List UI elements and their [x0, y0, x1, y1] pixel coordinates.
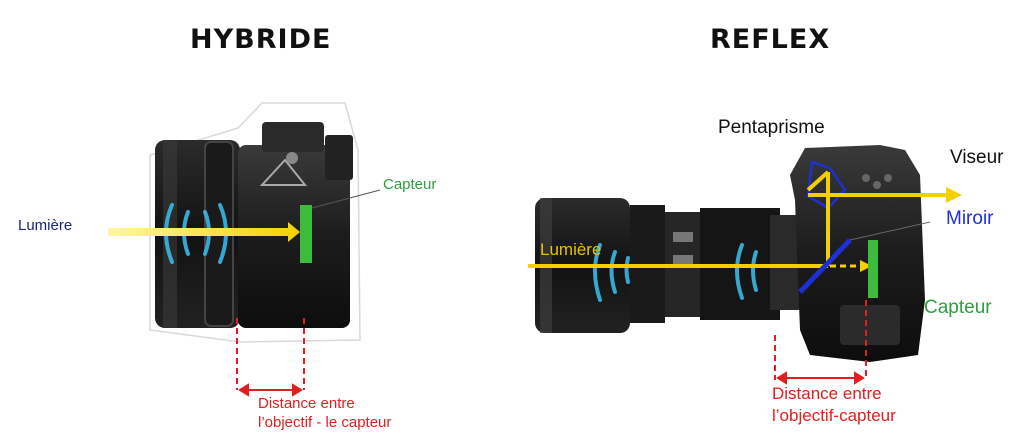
reflex-sensor	[868, 240, 878, 298]
reflex-distance-label-line1: Distance entre	[772, 384, 882, 403]
hybrid-light-label: Lumière	[18, 217, 73, 234]
hybrid-sensor	[300, 205, 312, 263]
hybrid-distance-label-line1: Distance entre	[258, 395, 355, 412]
reflex-distance-marker	[774, 300, 867, 385]
hybrid-title: HYBRIDE	[190, 24, 332, 55]
mirror-label: Miroir	[946, 208, 994, 229]
hybrid-camera	[149, 102, 361, 343]
viewfinder-label: Viseur	[950, 147, 1004, 168]
reflex-light-label: Lumière	[540, 240, 602, 259]
reflex-light-path	[528, 170, 950, 268]
hybrid-distance-marker	[236, 318, 305, 397]
hybrid-distance-label-line2: l’objectif - le capteur	[258, 414, 392, 431]
reflex-distance-label-line2: l’objectif-capteur	[772, 406, 896, 425]
reflex-title: REFLEX	[710, 24, 831, 55]
pentaprism-label: Pentaprisme	[718, 117, 825, 138]
hybrid-light-arrow	[108, 222, 300, 242]
reflex-sensor-label: Capteur	[924, 297, 992, 318]
reflex-camera	[535, 145, 925, 362]
hybrid-sensor-label: Capteur	[383, 176, 437, 193]
reflex-mirror	[798, 238, 852, 294]
reflex-light-waves	[593, 243, 758, 302]
